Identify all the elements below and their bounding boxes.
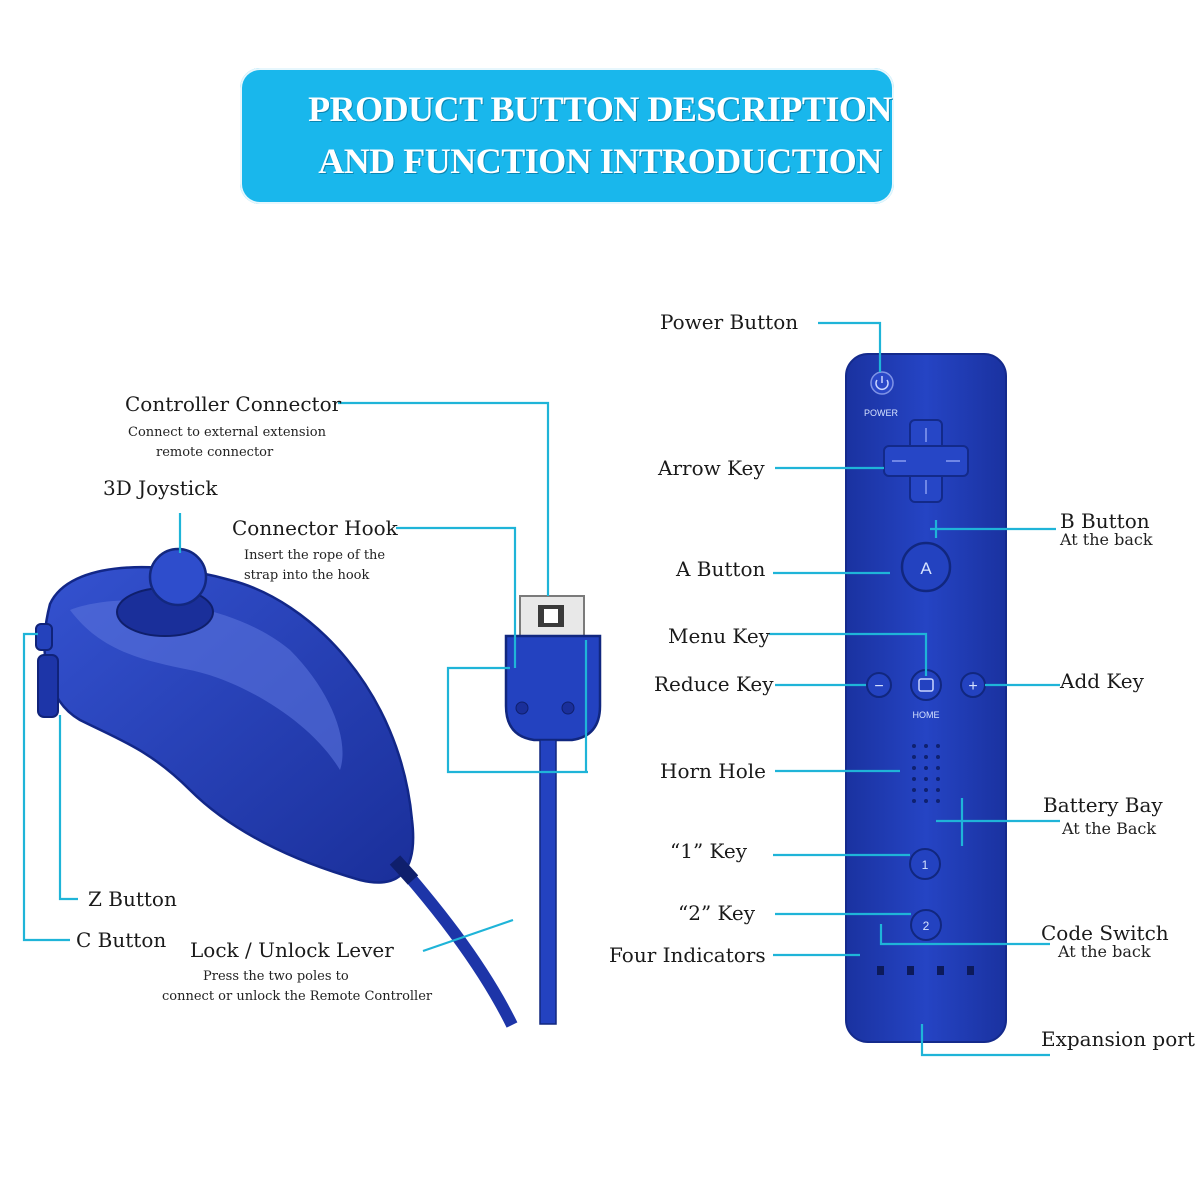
connector-hook-label: Connector Hook — [232, 516, 398, 540]
c-button-icon — [35, 623, 53, 651]
a-button-icon — [900, 541, 952, 593]
connector-hook-note-1: Insert the rope of the — [244, 548, 386, 563]
controller-connector-label: Controller Connector — [125, 392, 342, 416]
remote-controller: POWER A − HOME + 1 2 — [845, 353, 1007, 1043]
expansion-port-label: Expansion port — [1041, 1027, 1195, 1051]
one-button-icon — [909, 848, 941, 880]
arrow-key-label: Arrow Key — [658, 456, 765, 480]
controller-connector-note-1: Connect to external extension — [128, 425, 326, 440]
menu-key-label: Menu Key — [668, 624, 770, 648]
battery-bay-note: At the Back — [1062, 819, 1157, 838]
battery-bay-label: Battery Bay — [1043, 793, 1163, 817]
banner-title-line-2: AND FUNCTION INTRODUCTION — [318, 141, 882, 181]
key-2-label: “2” Key — [678, 901, 756, 925]
banner-title-line-1: PRODUCT BUTTON DESCRIPTION — [308, 89, 892, 129]
svg-text:1: 1 — [922, 858, 929, 872]
power-button-label: Power Button — [660, 310, 799, 334]
c-button-label: C Button — [76, 928, 167, 952]
horn-hole-label: Horn Hole — [660, 759, 766, 783]
a-button-label: A Button — [676, 557, 766, 581]
reduce-key-label: Reduce Key — [654, 672, 774, 696]
add-key-label: Add Key — [1060, 669, 1144, 693]
title-banner — [240, 68, 894, 204]
nunchuk-controller — [35, 547, 518, 1028]
controller-connector-note-2: remote connector — [156, 445, 274, 460]
indicator-leds — [877, 966, 974, 975]
b-button-label: B Button — [1060, 509, 1150, 533]
svg-text:2: 2 — [923, 919, 930, 933]
speaker-grille — [912, 744, 940, 803]
lock-lever-note-2: connect or unlock the Remote Controller — [162, 989, 433, 1004]
leader-lines — [22, 321, 1060, 1057]
two-button-icon — [910, 909, 942, 941]
code-switch-label: Code Switch — [1041, 921, 1169, 945]
code-switch-note: At the back — [1058, 942, 1151, 961]
b-button-note: At the back — [1060, 530, 1153, 549]
four-indicators-label: Four Indicators — [609, 943, 766, 967]
a-printed: A — [920, 559, 932, 578]
lock-lever-note-1: Press the two poles to — [203, 969, 349, 984]
joystick-label: 3D Joystick — [103, 476, 218, 500]
connector-hook-note-2: strap into the hook — [244, 568, 370, 583]
nunchuk-connector-plug — [504, 595, 602, 1025]
arrow-key-icon — [883, 419, 969, 503]
home-printed: HOME — [913, 710, 940, 720]
power-printed: POWER — [864, 408, 899, 418]
joystick-icon — [148, 547, 208, 607]
key-1-label: “1” Key — [670, 839, 748, 863]
svg-text:−: − — [874, 678, 883, 695]
minus-button-icon — [866, 672, 892, 698]
lock-lever-label: Lock / Unlock Lever — [190, 938, 394, 962]
z-button-icon — [37, 654, 59, 718]
svg-text:+: + — [968, 678, 977, 695]
z-button-label: Z Button — [88, 887, 177, 911]
